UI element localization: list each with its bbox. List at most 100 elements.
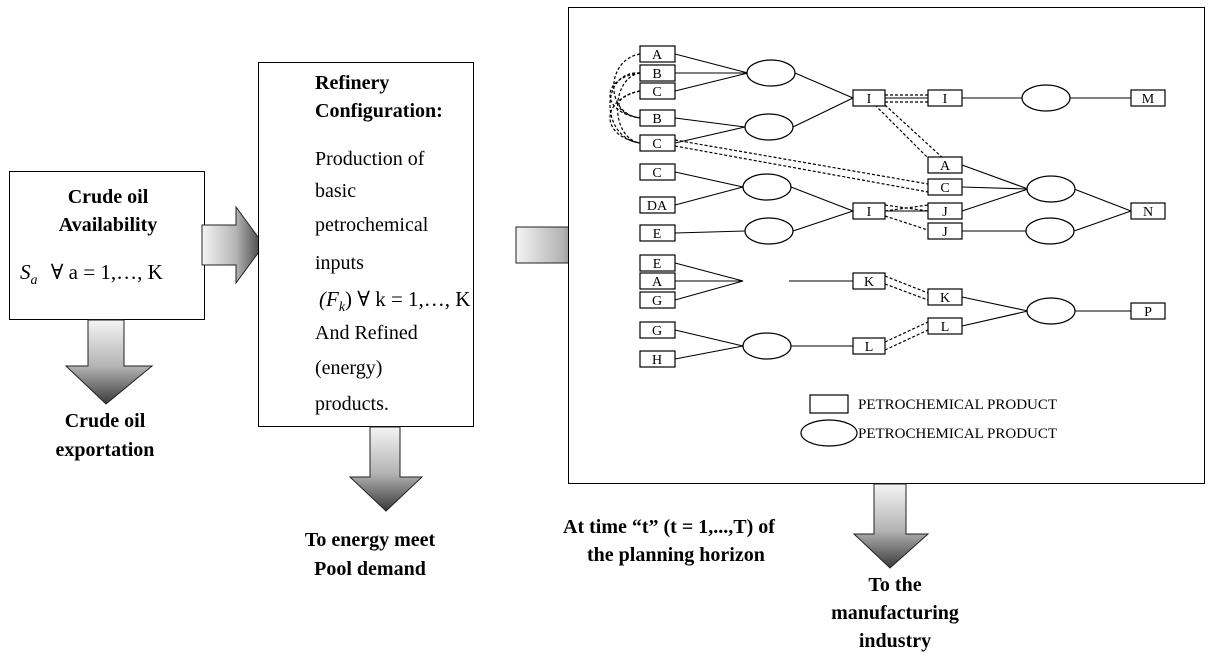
node-rect — [1130, 89, 1166, 107]
refinery-body-2: basic — [315, 180, 357, 202]
crude-oil-formula: Sa ∀ a = 1,…, K — [20, 260, 163, 289]
node-label: C — [652, 166, 661, 181]
refinery-body-1: Production of — [315, 148, 425, 170]
manufacturing-line3: industry — [858, 630, 932, 652]
legend: PETROCHEMICAL PRODUCT PETROCHEMICAL PROD… — [858, 397, 1057, 442]
refinery-title-line1: Refinery — [315, 72, 390, 94]
crude-export-line1: Crude oil — [64, 410, 146, 432]
node-rect — [927, 288, 963, 306]
node-label: B — [652, 112, 661, 127]
node-label: A — [652, 48, 663, 63]
node-label: DA — [647, 199, 668, 214]
node-label: A — [652, 275, 663, 290]
formula-quantifier-k: ) ∀ k = 1,…, K — [345, 287, 471, 311]
refinery-box: Refinery Configuration: Production of ba… — [258, 62, 474, 427]
node-rect — [639, 163, 676, 181]
process-ellipse — [742, 332, 792, 360]
node-label: C — [940, 181, 949, 196]
node-rect — [639, 350, 676, 368]
node-rect — [639, 224, 676, 242]
network-rects — [639, 45, 1166, 414]
node-label: E — [653, 227, 662, 242]
node-label: I — [943, 92, 948, 107]
node-label: J — [942, 205, 948, 220]
legend-ellipse-label: PETROCHEMICAL PRODUCT — [858, 426, 1057, 442]
node-rect — [639, 82, 676, 100]
node-rect — [927, 222, 963, 240]
refinery-body-3: petrochemical — [315, 214, 429, 236]
node-rect — [639, 196, 676, 214]
node-label: L — [941, 320, 950, 335]
refinery-body-4: inputs — [315, 252, 364, 274]
node-rect — [927, 178, 963, 196]
node-rect — [639, 321, 676, 339]
crude-oil-title-line1: Crude oil — [67, 186, 149, 208]
formula-var-s: S — [20, 260, 31, 284]
node-rect — [639, 254, 676, 272]
refinery-title-line2: Configuration: — [315, 100, 443, 122]
node-rect — [927, 202, 963, 220]
node-rect — [852, 337, 886, 355]
node-rect — [927, 317, 963, 335]
process-ellipse — [1021, 84, 1071, 112]
node-label: K — [864, 275, 874, 290]
legend-ellipse — [800, 419, 858, 447]
process-ellipse — [1026, 175, 1076, 203]
refinery-tail-3: products. — [315, 393, 389, 415]
formula-var-f: (F — [319, 287, 339, 311]
node-rect — [639, 109, 676, 127]
node-label: J — [942, 225, 948, 240]
network-ellipses — [742, 59, 1076, 447]
network-diagram: A B C B C C DA E E A G G H I I K L I A C… — [609, 45, 1166, 447]
node-label: H — [652, 353, 662, 368]
arrow-crude-to-refinery — [201, 205, 265, 285]
node-label: K — [940, 291, 950, 306]
process-ellipse — [744, 217, 794, 245]
arrow-refinery-to-energy — [348, 426, 424, 512]
node-label: C — [652, 137, 661, 152]
node-rect — [639, 272, 676, 290]
crude-oil-box: Crude oil Availability Sa ∀ a = 1,…, K — [9, 171, 205, 320]
node-label: G — [652, 294, 662, 309]
node-label: A — [940, 159, 951, 174]
node-rect — [852, 202, 886, 220]
node-rect — [639, 291, 676, 309]
node-rect — [927, 89, 963, 107]
node-rect — [1130, 202, 1166, 220]
node-rect — [639, 64, 676, 82]
formula-sub-k: k — [338, 300, 346, 316]
process-ellipse — [742, 173, 792, 201]
energy-output-line2: Pool demand — [314, 558, 426, 580]
process-ellipse — [1026, 297, 1076, 325]
refinery-tail-1: And Refined — [315, 322, 418, 344]
process-ellipse — [1025, 217, 1075, 245]
legend-rect-label: PETROCHEMICAL PRODUCT — [858, 397, 1057, 413]
manufacturing-line1: To the — [868, 574, 922, 596]
process-ellipse — [746, 59, 796, 87]
node-rect — [639, 45, 676, 63]
node-label: I — [867, 205, 872, 220]
refinery-formula: (Fk) ∀ k = 1,…, K — [319, 287, 470, 316]
node-label: N — [1143, 205, 1153, 220]
node-rect — [927, 156, 963, 174]
node-label: M — [1142, 92, 1155, 107]
formula-quantifier: ∀ a = 1,…, K — [50, 260, 163, 284]
arrow-crude-to-export — [64, 319, 154, 405]
node-label: P — [1144, 305, 1152, 320]
crude-export-line2: exportation — [55, 439, 155, 461]
formula-sub-a: a — [30, 273, 38, 289]
manufacturing-line2: manufacturing — [831, 602, 959, 624]
refinery-tail-2: (energy) — [315, 357, 383, 379]
network-labels: A B C B C C DA E E A G G H I I K L I A C… — [647, 48, 1155, 368]
node-rect — [852, 272, 886, 290]
network-solid-lines — [674, 53, 1132, 360]
legend-rect — [809, 394, 849, 414]
time-caption-line1: At time “t” (t = 1,...,T) of — [563, 516, 775, 538]
node-rect — [639, 134, 676, 152]
node-rect — [1130, 302, 1166, 320]
node-label: C — [652, 85, 661, 100]
time-caption-line2: the planning horizon — [587, 544, 765, 566]
network-dashed-lines — [609, 53, 946, 351]
process-ellipse — [744, 113, 794, 141]
crude-oil-title-line2: Availability — [58, 214, 158, 236]
